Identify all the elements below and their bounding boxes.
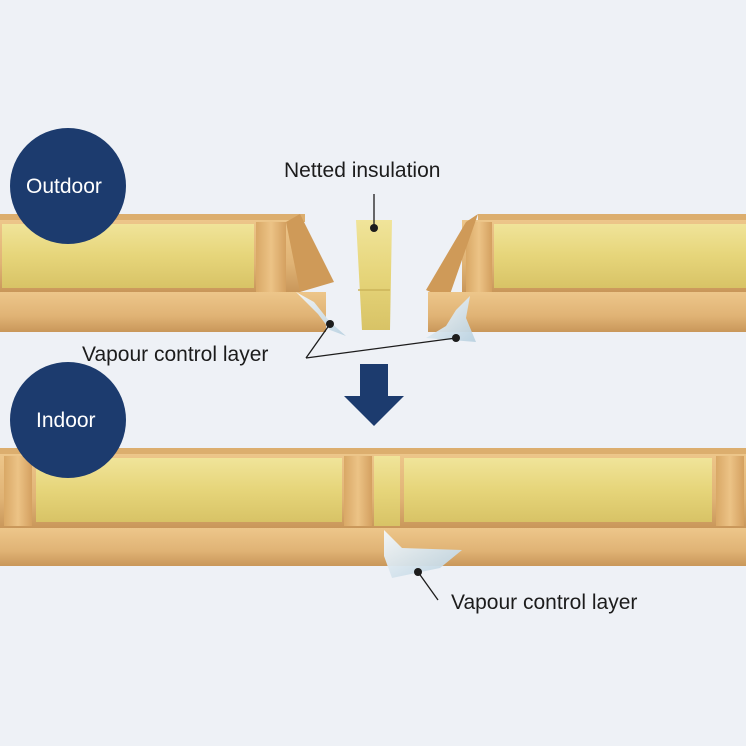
leader-dot-left: [326, 320, 334, 328]
joined-panel-netted-insulation: [374, 456, 400, 526]
joined-panel-insulation-right: [404, 458, 712, 522]
left-panel-board: [0, 292, 326, 332]
joined-panel-stud-mid-left: [344, 456, 372, 526]
membrane-flap-right: [426, 296, 476, 342]
outdoor-label: Outdoor: [26, 175, 102, 198]
right-panel-insulation: [494, 224, 746, 288]
leader-vapour-bottom: [417, 571, 439, 601]
vapour-control-layer-label-bottom: Vapour control layer: [451, 591, 638, 614]
joined-panel-top-plate: [0, 448, 746, 456]
right-panel-board: [428, 292, 746, 332]
indoor-label: Indoor: [36, 409, 96, 432]
joined-membrane-tape: [384, 530, 462, 578]
netted-insulation-body: [356, 220, 392, 330]
right-panel-top-plate: [478, 214, 746, 222]
right-wall-panel: [426, 214, 746, 332]
left-panel-bevel: [286, 214, 334, 292]
indoor-badge: [10, 362, 126, 478]
netted-insulation-strip: [356, 220, 392, 330]
left-panel-top-plate: [0, 214, 305, 222]
left-wall-panel: [0, 214, 334, 332]
leader-dot-netted: [370, 224, 378, 232]
leader-vapour-right: [305, 337, 457, 359]
leader-dots: [326, 224, 460, 576]
joined-panel-stud-left: [4, 456, 32, 526]
joined-panel-stud-right: [716, 456, 744, 526]
outdoor-badge: [10, 128, 126, 244]
leader-dot-right: [452, 334, 460, 342]
down-arrow: [344, 364, 404, 426]
right-panel-bevel: [426, 214, 478, 300]
leader-lines: [305, 194, 457, 601]
leader-dot-bottom: [414, 568, 422, 576]
joined-panel-board: [0, 528, 746, 566]
leader-vapour-left: [305, 323, 331, 359]
left-panel-stud: [256, 222, 286, 292]
netted-insulation-label: Netted insulation: [284, 159, 441, 182]
joined-wall-panel: [0, 448, 746, 578]
membrane-flap-left: [296, 292, 346, 336]
vapour-control-layer-label-top: Vapour control layer: [82, 343, 269, 366]
